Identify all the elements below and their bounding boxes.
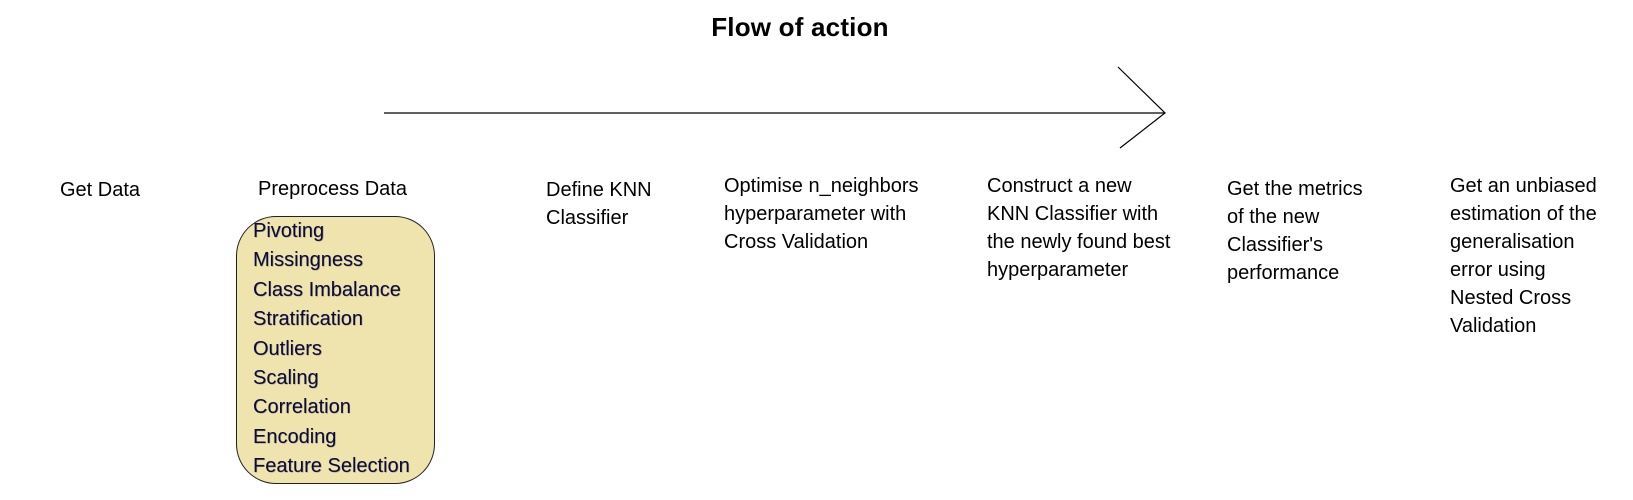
- step-label-line: Classifier's: [1227, 234, 1324, 256]
- substep-item: Class Imbalance: [253, 278, 401, 301]
- step-label-line: the newly found best: [987, 231, 1171, 253]
- step-get-metrics: Get the metrics of the new Classifier's …: [1227, 175, 1363, 287]
- step-label-line: KNN Classifier with: [987, 203, 1159, 225]
- diagram-title: Flow of action: [711, 12, 889, 42]
- substep-item: Outliers: [253, 337, 322, 360]
- step-label-line: Get an unbiased: [1450, 175, 1597, 197]
- step-label-line: hyperparameter with: [724, 203, 907, 225]
- step-label-line: of the new: [1227, 206, 1320, 228]
- step-nested-cv-estimate: Get an unbiased estimation of the genera…: [1450, 172, 1597, 340]
- step-get-data: Get Data: [60, 176, 140, 204]
- step-label-line: Classifier: [546, 207, 629, 229]
- step-label-line: error using: [1450, 259, 1546, 281]
- step-label-line: performance: [1227, 262, 1340, 284]
- step-define-knn: Define KNN Classifier: [546, 176, 652, 232]
- step-label-line: Optimise n_neighbors: [724, 175, 919, 197]
- step-label-line: Construct a new: [987, 175, 1132, 197]
- step-construct-classifier: Construct a new KNN Classifier with the …: [987, 172, 1170, 284]
- step-optimise-hyperparameter: Optimise n_neighbors hyperparameter with…: [724, 172, 919, 256]
- step-label-line: estimation of the: [1450, 203, 1597, 225]
- step-label-line: generalisation: [1450, 231, 1575, 253]
- step-label-line: hyperparameter: [987, 259, 1129, 281]
- substep-item: Feature Selection: [253, 455, 410, 478]
- step-label-line: Get the metrics: [1227, 178, 1363, 200]
- step-label-line: Cross Validation: [724, 231, 869, 253]
- flow-arrow-head: [1117, 66, 1166, 149]
- substep-item: Scaling: [253, 367, 319, 390]
- step-label-line: Nested Cross: [1450, 287, 1572, 309]
- preprocess-substeps-list: Pivoting Missingness Class Imbalance Str…: [253, 217, 410, 482]
- substep-item: Encoding: [253, 425, 337, 448]
- step-preprocess-data: Preprocess Data: [258, 175, 407, 203]
- substep-item: Missingness: [253, 249, 364, 272]
- step-label-line: Validation: [1450, 315, 1537, 337]
- substep-item: Pivoting: [253, 220, 325, 242]
- step-label-line: Preprocess Data: [258, 178, 407, 200]
- substep-item: Stratification: [253, 308, 364, 331]
- preprocess-substeps-box: [236, 216, 435, 484]
- step-label-line: Define KNN: [546, 179, 652, 201]
- step-label-line: Get Data: [60, 179, 141, 201]
- substep-item: Correlation: [253, 396, 351, 419]
